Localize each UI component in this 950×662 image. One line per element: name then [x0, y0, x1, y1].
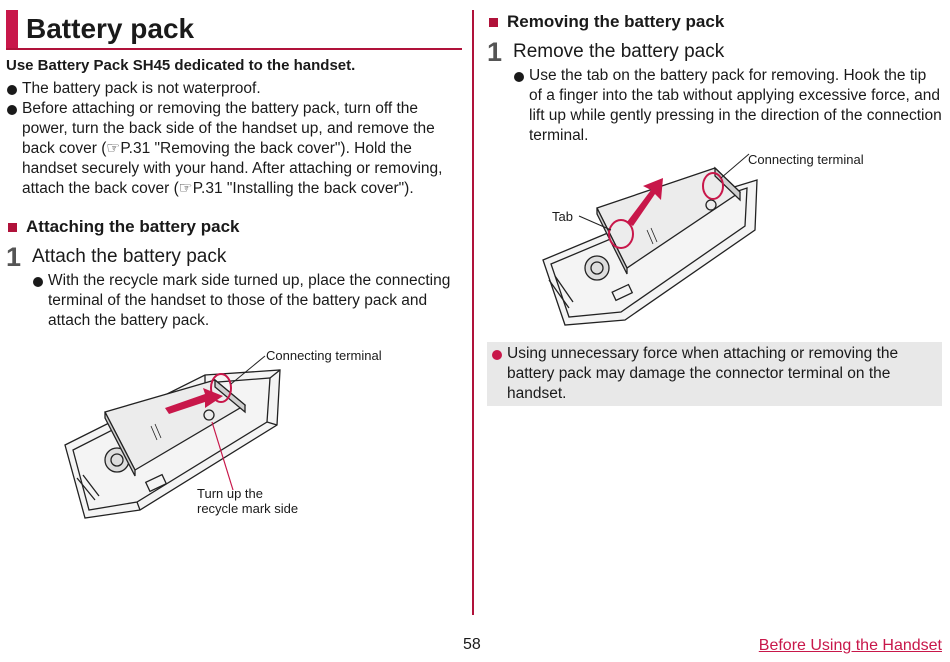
attach-step: 1 Attach the battery pack	[6, 243, 462, 271]
remove-step: 1 Remove the battery pack	[487, 38, 943, 66]
note-power-off: Before attaching or removing the battery…	[6, 99, 462, 199]
title-accent-bar	[6, 10, 18, 48]
attach-step-title: Attach the battery pack	[32, 246, 227, 267]
square-bullet-icon	[8, 223, 17, 232]
remove-heading: Removing the battery pack	[487, 10, 943, 34]
attach-battery-illustration	[64, 355, 281, 519]
warning-box: Using unnecessary force when attaching o…	[487, 342, 942, 406]
recycle-callout-line1: Turn up the	[197, 486, 264, 501]
page-number: 58	[463, 636, 481, 653]
square-bullet-icon	[489, 18, 498, 27]
column-divider	[472, 10, 474, 615]
attach-heading-text: Attaching the battery pack	[26, 217, 240, 236]
bullet-icon	[33, 277, 43, 287]
attach-heading: Attaching the battery pack	[6, 215, 462, 239]
lift-arrow-icon	[627, 178, 663, 226]
remove-detail-text: Use the tab on the battery pack for remo…	[529, 67, 942, 144]
bullet-icon	[7, 85, 17, 95]
bullet-icon	[7, 105, 17, 115]
left-column: Battery pack Use Battery Pack SH45 dedic…	[6, 10, 462, 331]
remove-battery-illustration	[542, 153, 758, 326]
warning-item: Using unnecessary force when attaching o…	[491, 344, 947, 404]
recycle-callout-line2: recycle mark side	[197, 501, 299, 516]
note-waterproof: The battery pack is not waterproof.	[6, 79, 462, 99]
recycle-callout: Turn up the recycle mark side	[197, 486, 298, 516]
remove-heading-text: Removing the battery pack	[507, 12, 725, 31]
remove-step-number: 1	[487, 37, 503, 67]
right-column: Removing the battery pack 1 Remove the b…	[487, 10, 943, 146]
attach-step-number: 1	[6, 242, 22, 272]
page-title: Battery pack	[26, 13, 195, 44]
remove-detail: Use the tab on the battery pack for remo…	[513, 66, 943, 146]
title-block: Battery pack	[6, 10, 462, 50]
bullet-icon	[514, 72, 524, 82]
remove-terminal-callout: Connecting terminal	[748, 152, 864, 167]
section-link-before-using[interactable]: Before Using the Handset	[758, 637, 942, 654]
remove-step-title: Remove the battery pack	[513, 41, 725, 62]
warning-text: Using unnecessary force when attaching o…	[507, 345, 899, 402]
intro-text: Use Battery Pack SH45 dedicated to the h…	[6, 57, 356, 74]
attach-detail-text: With the recycle mark side turned up, pl…	[48, 272, 451, 329]
attach-terminal-callout: Connecting terminal	[266, 348, 382, 363]
note-power-off-text: Before attaching or removing the battery…	[22, 100, 443, 197]
warning-bullet-icon	[492, 350, 502, 360]
insert-arrow-icon	[165, 388, 223, 414]
note-waterproof-text: The battery pack is not waterproof.	[22, 80, 261, 97]
tab-callout: Tab	[552, 209, 573, 224]
attach-detail: With the recycle mark side turned up, pl…	[32, 271, 462, 331]
